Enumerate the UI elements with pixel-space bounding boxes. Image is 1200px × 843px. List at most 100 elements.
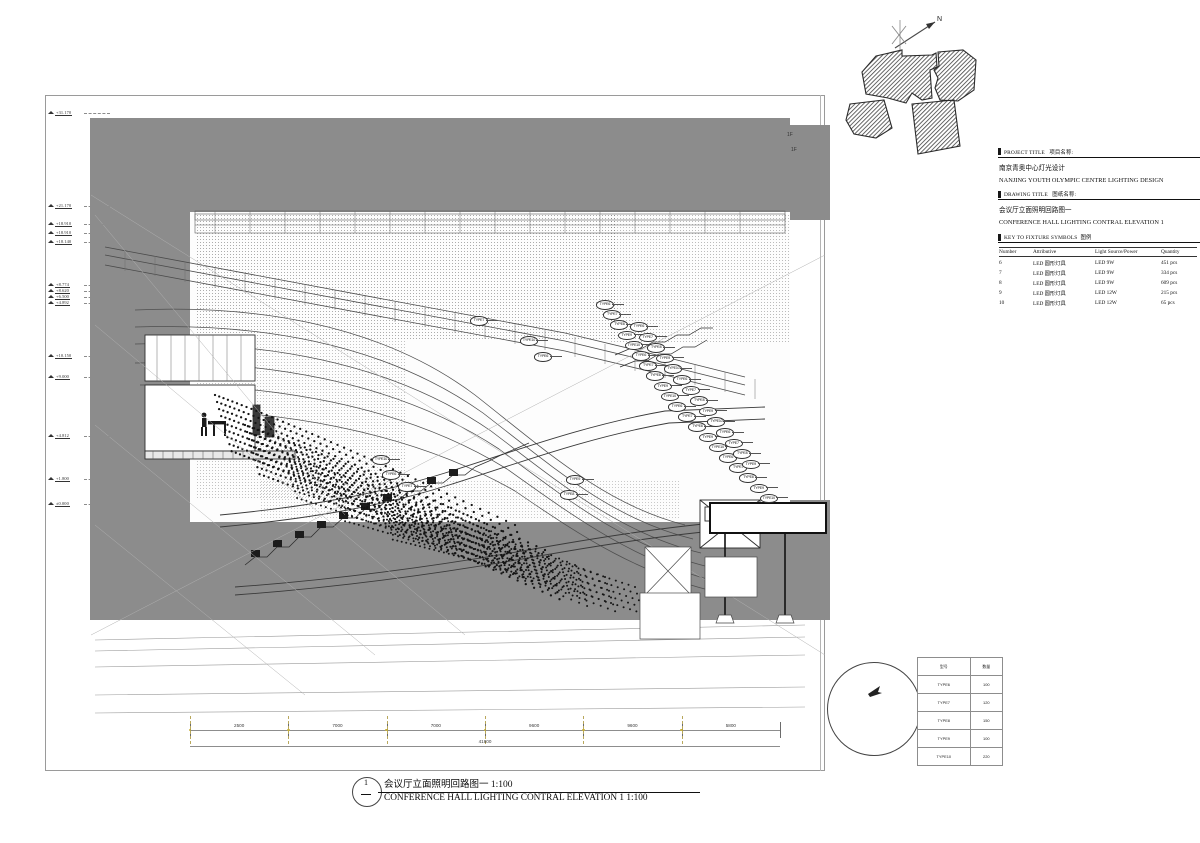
fixture-callout-tag[interactable]: TYPE8	[610, 320, 629, 330]
level-leader-line	[84, 242, 110, 243]
callout-leader-line	[757, 463, 770, 464]
fixture-attributive: LED 圆形灯具	[1033, 270, 1066, 277]
fixture-callout-tag[interactable]: TYPE8	[560, 490, 578, 500]
fixture-callout-tag[interactable]: TYPE9	[698, 432, 717, 443]
callout-leader-line	[694, 415, 707, 417]
fixture-quantity: 609 pcs	[1161, 279, 1178, 286]
fixture-attributive: LED 圆形灯具	[1033, 280, 1066, 287]
fixture-callout-tag[interactable]: TYPE7	[398, 482, 416, 492]
level-value: +1.800	[55, 476, 70, 482]
fixture-callout-tag[interactable]: TYPE8	[647, 343, 666, 353]
level-leader-line	[84, 504, 110, 505]
level-leader-line	[84, 224, 110, 225]
level-marker: +10.150	[48, 353, 73, 359]
level-marker: +31.170	[48, 110, 73, 116]
fixture-callout-tag[interactable]: TYPE10	[624, 340, 643, 351]
fixture-callout-tag[interactable]: TYPE10	[660, 391, 679, 402]
fixture-callout-tag[interactable]: TYPE7	[470, 316, 488, 326]
fixture-callout-tag[interactable]: TYPE7	[638, 332, 657, 343]
fixture-callout-tag[interactable]: TYPE7	[603, 310, 622, 320]
level-triangle-icon	[48, 111, 54, 115]
fixture-callout-tag[interactable]: TYPE10	[520, 336, 538, 346]
project-name-cn: 南京青奥中心灯光设计	[999, 164, 1065, 172]
fixture-callout-tag[interactable]: TYPE9	[749, 483, 768, 494]
fixture-callout-tag[interactable]: TYPE10	[759, 493, 778, 504]
callout-leader-line	[646, 325, 658, 327]
fixture-callout-tag[interactable]: TYPE6	[716, 428, 734, 438]
section-mark-b: 1F	[791, 147, 797, 153]
level-value: +6.500	[55, 294, 70, 300]
level-leader-line	[84, 285, 110, 286]
level-triangle-icon	[48, 222, 54, 226]
fixture-source: LED 9W	[1095, 259, 1115, 266]
project-title-en: PROJECT TITLE	[1004, 149, 1045, 156]
title-bubble-number: 1	[364, 778, 368, 787]
fixture-callout-tag[interactable]: TYPE6	[382, 470, 400, 480]
fixture-callout-tag[interactable]: TYPE9	[741, 459, 760, 470]
fixture-callout-tag[interactable]: TYPE7	[678, 412, 697, 422]
fixture-callout-tag[interactable]: TYPE8	[739, 473, 758, 483]
fixture-callout-tag[interactable]: TYPE10	[707, 417, 726, 427]
fixture-callout-tag[interactable]: TYPE6	[534, 352, 552, 362]
fixture-callout-tag[interactable]: TYPE10	[708, 442, 727, 453]
fixture-callout-tag[interactable]: TYPE9	[617, 330, 636, 341]
detail-arrow-icon	[868, 686, 882, 697]
table-header-row: Number Attributive Light Source/Power Qu…	[999, 247, 1197, 258]
fixture-callout-tag[interactable]: TYPE9	[566, 475, 584, 485]
callout-leader-line	[697, 389, 710, 390]
level-leader-line	[84, 113, 110, 114]
mini-col-type: 型号	[917, 657, 971, 676]
fixture-callout-tag[interactable]: TYPE9	[655, 353, 674, 364]
fixture-number: 6	[999, 259, 1002, 266]
fixture-callout-tag[interactable]: TYPE6	[673, 375, 691, 385]
callout-leader-line	[669, 385, 682, 386]
level-marker: +21.170	[48, 203, 73, 209]
title-cn: 会议厅立面照明回路图一 1:100	[384, 780, 513, 790]
title-rule	[378, 791, 700, 793]
fixture-callout-tag[interactable]: TYPE9	[698, 406, 717, 417]
fixture-callout-tag[interactable]: TYPE10	[372, 455, 390, 465]
drawing-title-label: DRAWING TITLE 图纸名称:	[1004, 190, 1076, 198]
fixture-callout-tag[interactable]: TYPE8	[646, 371, 665, 381]
mini-qty: 220	[969, 747, 1004, 766]
project-title-cn: 项目名称:	[1049, 149, 1074, 156]
fixture-callout-tag[interactable]: TYPE10	[664, 364, 683, 374]
fixture-callout-tag[interactable]: TYPE9	[653, 381, 672, 392]
fixture-callout-tag[interactable]: TYPE6	[630, 322, 648, 332]
fixture-callout-tag[interactable]: TYPE6	[596, 300, 614, 310]
level-leader-line	[84, 297, 110, 298]
drawing-name-en: CONFERENCE HALL LIGHTING CONTRAL ELEVATI…	[999, 219, 1164, 227]
fixture-callout-tag[interactable]: TYPE6	[668, 402, 686, 412]
key-symbols-cn: 图例	[1080, 234, 1092, 241]
level-value: +8.774	[55, 282, 70, 288]
callout-leader-line	[536, 339, 548, 341]
callout-leader-line	[414, 485, 426, 487]
col-source: Light Source/Power	[1095, 247, 1161, 258]
level-marker: +6.500	[48, 294, 70, 300]
frame-divider	[820, 95, 821, 771]
callout-leader-line	[684, 405, 696, 407]
fixture-callout-tag[interactable]: TYPE8	[690, 396, 709, 406]
fixture-callout-tag[interactable]: TYPE7	[639, 361, 658, 371]
level-triangle-icon	[48, 283, 54, 287]
fixture-callout-tag[interactable]: TYPE8	[733, 449, 752, 459]
callout-leader-line	[671, 357, 684, 358]
fixture-source: LED 9W	[1095, 269, 1115, 276]
callout-leader-line	[655, 364, 668, 366]
fixture-number: 8	[999, 279, 1002, 286]
level-leader-line	[84, 479, 110, 480]
fixture-callout-tag[interactable]: TYPE8	[688, 422, 707, 432]
keyplan-blocks	[845, 49, 977, 155]
ceiling-truss	[194, 210, 786, 234]
fixture-callout-tag[interactable]: TYPE7	[681, 385, 700, 396]
callout-leader-line	[676, 395, 689, 396]
fixture-callout-tag[interactable]: TYPE7	[724, 438, 743, 449]
level-leader-line	[84, 303, 110, 304]
fixture-callout-tag[interactable]: TYPE6	[632, 351, 650, 361]
level-value: ±0.000	[55, 501, 70, 507]
